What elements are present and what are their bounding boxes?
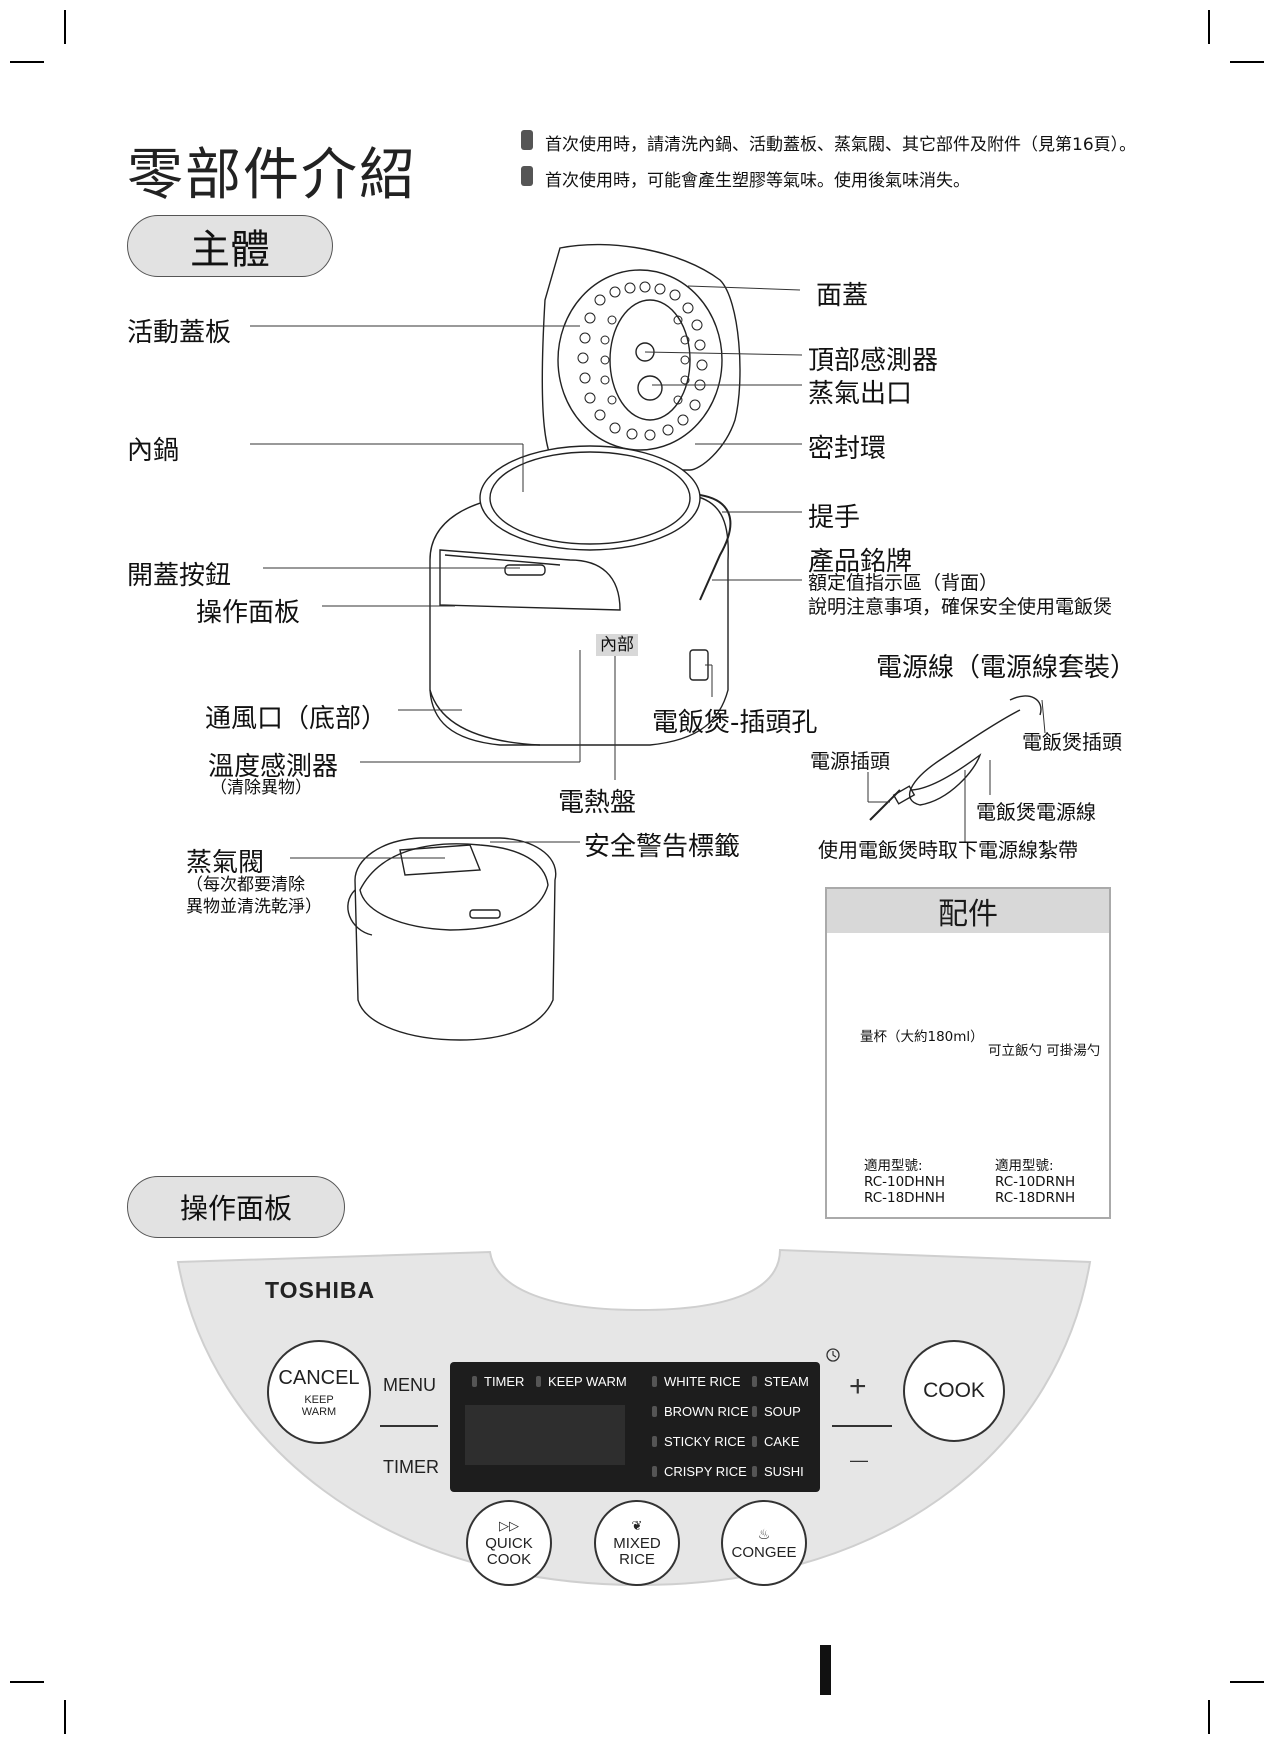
steamer-b-model-2: RC-18DRNH bbox=[995, 1190, 1076, 1206]
cancel-keep-warm-button[interactable]: CANCEL KEEP WARM bbox=[267, 1340, 371, 1444]
label-inside: 內部 bbox=[596, 634, 638, 656]
label-temp-sensor: 溫度感測器 bbox=[208, 752, 339, 782]
page-title: 零部件介紹 bbox=[127, 143, 417, 208]
label-spoons: 可立飯勺 可掛湯勺 bbox=[988, 1043, 1101, 1059]
label-measuring-cup: 量杯（大約180ml） bbox=[860, 1029, 984, 1045]
mixed-rice-label-1: MIXED bbox=[613, 1535, 661, 1552]
label-inner-lid: 活動蓋板 bbox=[127, 318, 232, 348]
steamer-a-model-1: RC-10DHNH bbox=[864, 1174, 945, 1190]
label-steam-valve: 蒸氣閥 bbox=[186, 848, 265, 878]
quick-cook-label-2: COOK bbox=[486, 1551, 532, 1568]
display-brown-rice: BROWN RICE bbox=[652, 1404, 749, 1419]
section-main-body: 主體 bbox=[127, 215, 333, 277]
crop-mark bbox=[1230, 61, 1264, 63]
power-cord-title: 電源線（電源線套裝） bbox=[876, 653, 1137, 683]
label-inner-pot: 內鍋 bbox=[127, 436, 180, 466]
label-socket: 電飯煲-插頭孔 bbox=[652, 708, 818, 738]
menu-button[interactable]: MENU bbox=[383, 1375, 436, 1395]
cook-label: COOK bbox=[923, 1379, 985, 1402]
mixed-rice-label-2: RICE bbox=[619, 1551, 655, 1568]
steamer-b-title: 適用型號: bbox=[995, 1158, 1054, 1174]
note-line-1: 首次使用時，請清洗內鍋、活動蓋板、蒸氣閥、其它部件及附件（見第16頁）。 bbox=[521, 130, 1136, 155]
display-keep-warm: KEEP WARM bbox=[536, 1374, 627, 1389]
accessories-title: 配件 bbox=[827, 889, 1109, 933]
mixed-rice-button[interactable]: ❦ MIXED RICE bbox=[594, 1500, 680, 1586]
label-nameplate: 產品銘牌 bbox=[808, 547, 913, 577]
display-steam: STEAM bbox=[752, 1374, 809, 1389]
quick-cook-icon: ▷▷ bbox=[499, 1518, 519, 1533]
note-line-2: 首次使用時，可能會產生塑膠等氣味。使用後氣味消失。 bbox=[521, 166, 970, 191]
label-control-panel: 操作面板 bbox=[196, 598, 301, 628]
label-mains-plug: 電源插頭 bbox=[810, 749, 890, 773]
display-white-rice: WHITE RICE bbox=[652, 1374, 741, 1389]
steamer-b-model-1: RC-10DRNH bbox=[995, 1174, 1076, 1190]
display-crispy-rice: CRISPY RICE bbox=[652, 1464, 747, 1479]
label-outer-lid: 面蓋 bbox=[816, 281, 869, 311]
timer-button[interactable]: TIMER bbox=[383, 1457, 439, 1477]
crop-mark bbox=[64, 10, 66, 44]
label-seal-ring: 密封環 bbox=[808, 434, 887, 464]
quick-cook-label-1: QUICK bbox=[485, 1535, 533, 1552]
steamer-a-model-2: RC-18DHNH bbox=[864, 1190, 945, 1206]
minus-button[interactable]: — bbox=[850, 1450, 868, 1470]
crop-mark bbox=[1208, 1700, 1210, 1734]
label-open-button: 開蓋按鈕 bbox=[127, 561, 232, 591]
label-warning-label: 安全警告標籤 bbox=[584, 832, 741, 862]
cook-button[interactable]: COOK bbox=[903, 1340, 1005, 1442]
crop-mark bbox=[10, 61, 44, 63]
section-control-panel: 操作面板 bbox=[127, 1176, 345, 1238]
brand-logo: TOSHIBA bbox=[265, 1277, 376, 1303]
cancel-label: CANCEL bbox=[278, 1366, 360, 1389]
label-vent: 通風口（底部） bbox=[205, 704, 388, 734]
crop-mark bbox=[1208, 10, 1210, 44]
label-appliance-plug: 電飯煲插頭 bbox=[1022, 730, 1122, 754]
keep-warm-label-1: KEEP bbox=[304, 1393, 334, 1406]
mixed-rice-icon: ❦ bbox=[631, 1518, 643, 1533]
crop-mark bbox=[1230, 1681, 1264, 1683]
label-nameplate-note-2: 說明注意事項，確保安全使用電飯煲 bbox=[808, 596, 1113, 618]
display-soup: SOUP bbox=[752, 1404, 801, 1419]
label-heater: 電熱盤 bbox=[558, 788, 637, 818]
congee-button[interactable]: ♨ CONGEE bbox=[721, 1500, 807, 1586]
crop-mark bbox=[10, 1681, 44, 1683]
label-tie-note: 使用電飯煲時取下電源線紮帶 bbox=[818, 838, 1078, 862]
display-timer: TIMER bbox=[472, 1374, 524, 1389]
label-temp-sensor-note: （清除異物） bbox=[210, 778, 312, 798]
label-steam-valve-note-2: 異物並清洗乾淨） bbox=[186, 897, 322, 917]
clock-icon bbox=[826, 1348, 840, 1362]
label-steam-outlet: 蒸氣出口 bbox=[808, 379, 913, 409]
plus-button[interactable]: + bbox=[849, 1370, 867, 1403]
label-top-sensor: 頂部感測器 bbox=[808, 346, 939, 376]
steamer-a-title: 適用型號: bbox=[864, 1158, 923, 1174]
label-cord: 電飯煲電源線 bbox=[976, 800, 1096, 824]
crop-mark bbox=[64, 1700, 66, 1734]
display-sticky-rice: STICKY RICE bbox=[652, 1434, 745, 1449]
congee-label: CONGEE bbox=[731, 1543, 797, 1561]
keep-warm-label-2: WARM bbox=[301, 1405, 337, 1418]
label-handle: 提手 bbox=[808, 503, 861, 533]
label-steam-valve-note-1: （每次都要清除 bbox=[186, 875, 305, 895]
page-marker bbox=[820, 1645, 831, 1695]
display-cake: CAKE bbox=[752, 1434, 799, 1449]
display-sushi: SUSHI bbox=[752, 1464, 804, 1479]
quick-cook-button[interactable]: ▷▷ QUICK COOK bbox=[466, 1500, 552, 1586]
label-nameplate-note-1: 額定值指示區（背面） bbox=[808, 572, 999, 594]
accessories-box: 配件 bbox=[825, 887, 1111, 1219]
congee-icon: ♨ bbox=[757, 1525, 771, 1542]
